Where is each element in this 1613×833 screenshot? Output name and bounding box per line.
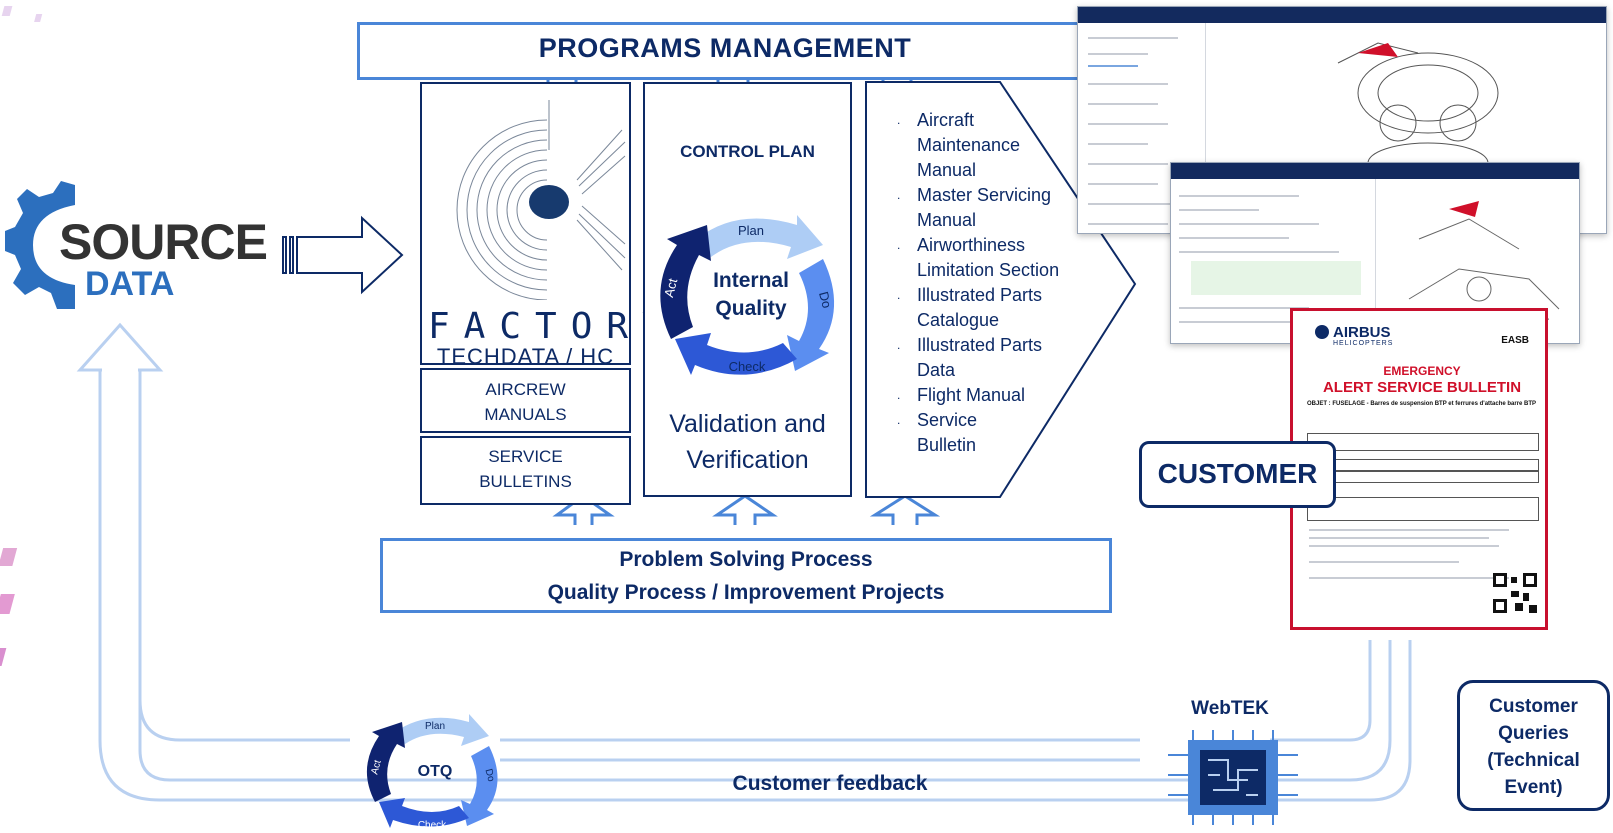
customer-queries-box: Customer Queries (Technical Event) [1457, 680, 1610, 811]
service-bulletins-box: SERVICE BULLETINS [420, 436, 631, 505]
validation-line-1: Validation and [669, 410, 826, 438]
programs-management-box: PROGRAMS MANAGEMENT [357, 22, 1093, 80]
feedback-loop [98, 370, 1412, 802]
screenshot-front-titlebar [1171, 163, 1579, 179]
customer-label: CUSTOMER [1157, 458, 1318, 489]
iq-do: Do [816, 290, 835, 310]
asb-emergency: EMERGENCY [1383, 364, 1461, 378]
iq-center-1: Internal [713, 269, 789, 292]
inner-loop [138, 640, 1372, 762]
asb-brand-sub: HELICOPTERS [1333, 340, 1394, 347]
service-bulletins-line-1: SERVICE [488, 447, 563, 466]
factory-box: FACTORY TECHDATA / HC [420, 82, 678, 369]
cq-line-3: (Technical [1487, 750, 1580, 771]
control-plan-box: CONTROL PLAN Plan Do Check Act Internal … [643, 82, 852, 497]
decorative-dashes [0, 6, 43, 666]
iq-act: Act [661, 276, 680, 298]
service-bulletins-line-2: BULLETINS [479, 472, 572, 491]
cq-line-4: Event) [1504, 777, 1563, 798]
screenshot-back-titlebar [1078, 7, 1606, 23]
factory-logo-rings [456, 100, 626, 300]
webtek-label: WebTEK [1191, 698, 1269, 719]
programs-management-title: PROGRAMS MANAGEMENT [538, 33, 912, 63]
internal-quality-cycle: Plan Do Check Act Internal Quality [660, 215, 835, 375]
source-to-factory-arrow [282, 215, 404, 295]
iq-plan: Plan [738, 223, 764, 238]
otq-act: Act [369, 759, 383, 776]
factory-word: FACTORY [428, 306, 678, 347]
circuit-chip-icon [1168, 730, 1298, 825]
cq-line-1: Customer [1489, 696, 1578, 717]
asb-objet: OBJET : FUSELAGE - Barres de suspension … [1307, 401, 1537, 407]
techdata-hc: TECHDATA / HC [436, 344, 615, 369]
customer-box: CUSTOMER [1139, 441, 1336, 508]
qr-code-icon [1493, 573, 1537, 613]
control-plan-title: CONTROL PLAN [680, 142, 815, 161]
otq-plan: Plan [425, 721, 445, 732]
aircrew-manuals-box: AIRCREW MANUALS [420, 368, 631, 433]
gear-icon [5, 181, 75, 309]
validation-verification: Validation and Verification [645, 406, 850, 478]
source-text: SOURCE [59, 214, 268, 270]
doc-flight-manual: Flight Manual [897, 383, 1087, 408]
problem-solving-box: Problem Solving Process Quality Process … [380, 538, 1112, 613]
otq-cycle: Plan Do Check Act OTQ [366, 714, 498, 831]
problem-solving-line-2: Quality Process / Improvement Projects [547, 581, 945, 604]
aircrew-line-2: MANUALS [484, 405, 567, 424]
validation-line-2: Verification [686, 446, 809, 474]
customer-feedback-label: Customer feedback [732, 772, 928, 795]
iq-center-2: Quality [715, 297, 787, 320]
otq-do: Do [482, 768, 496, 784]
asb-alert-title: ALERT SERVICE BULLETIN [1322, 379, 1522, 396]
asb-easb: EASB [1501, 335, 1529, 346]
data-text: DATA [85, 265, 175, 303]
otq-check: Check [418, 820, 447, 831]
alert-service-bulletin-doc: AIRBUS HELICOPTERS EASB EMERGENCY ALERT … [1290, 308, 1548, 630]
otq-center: OTQ [418, 763, 453, 780]
problem-solving-line-1: Problem Solving Process [619, 548, 873, 571]
source-data-logo: SOURCE DATA [5, 175, 268, 315]
aircrew-line-1: AIRCREW [485, 380, 566, 399]
iq-check: Check [729, 359, 766, 374]
gearbox-drawing [1337, 42, 1499, 173]
cq-line-2: Queries [1498, 723, 1569, 744]
asb-brand: AIRBUS [1333, 324, 1391, 341]
